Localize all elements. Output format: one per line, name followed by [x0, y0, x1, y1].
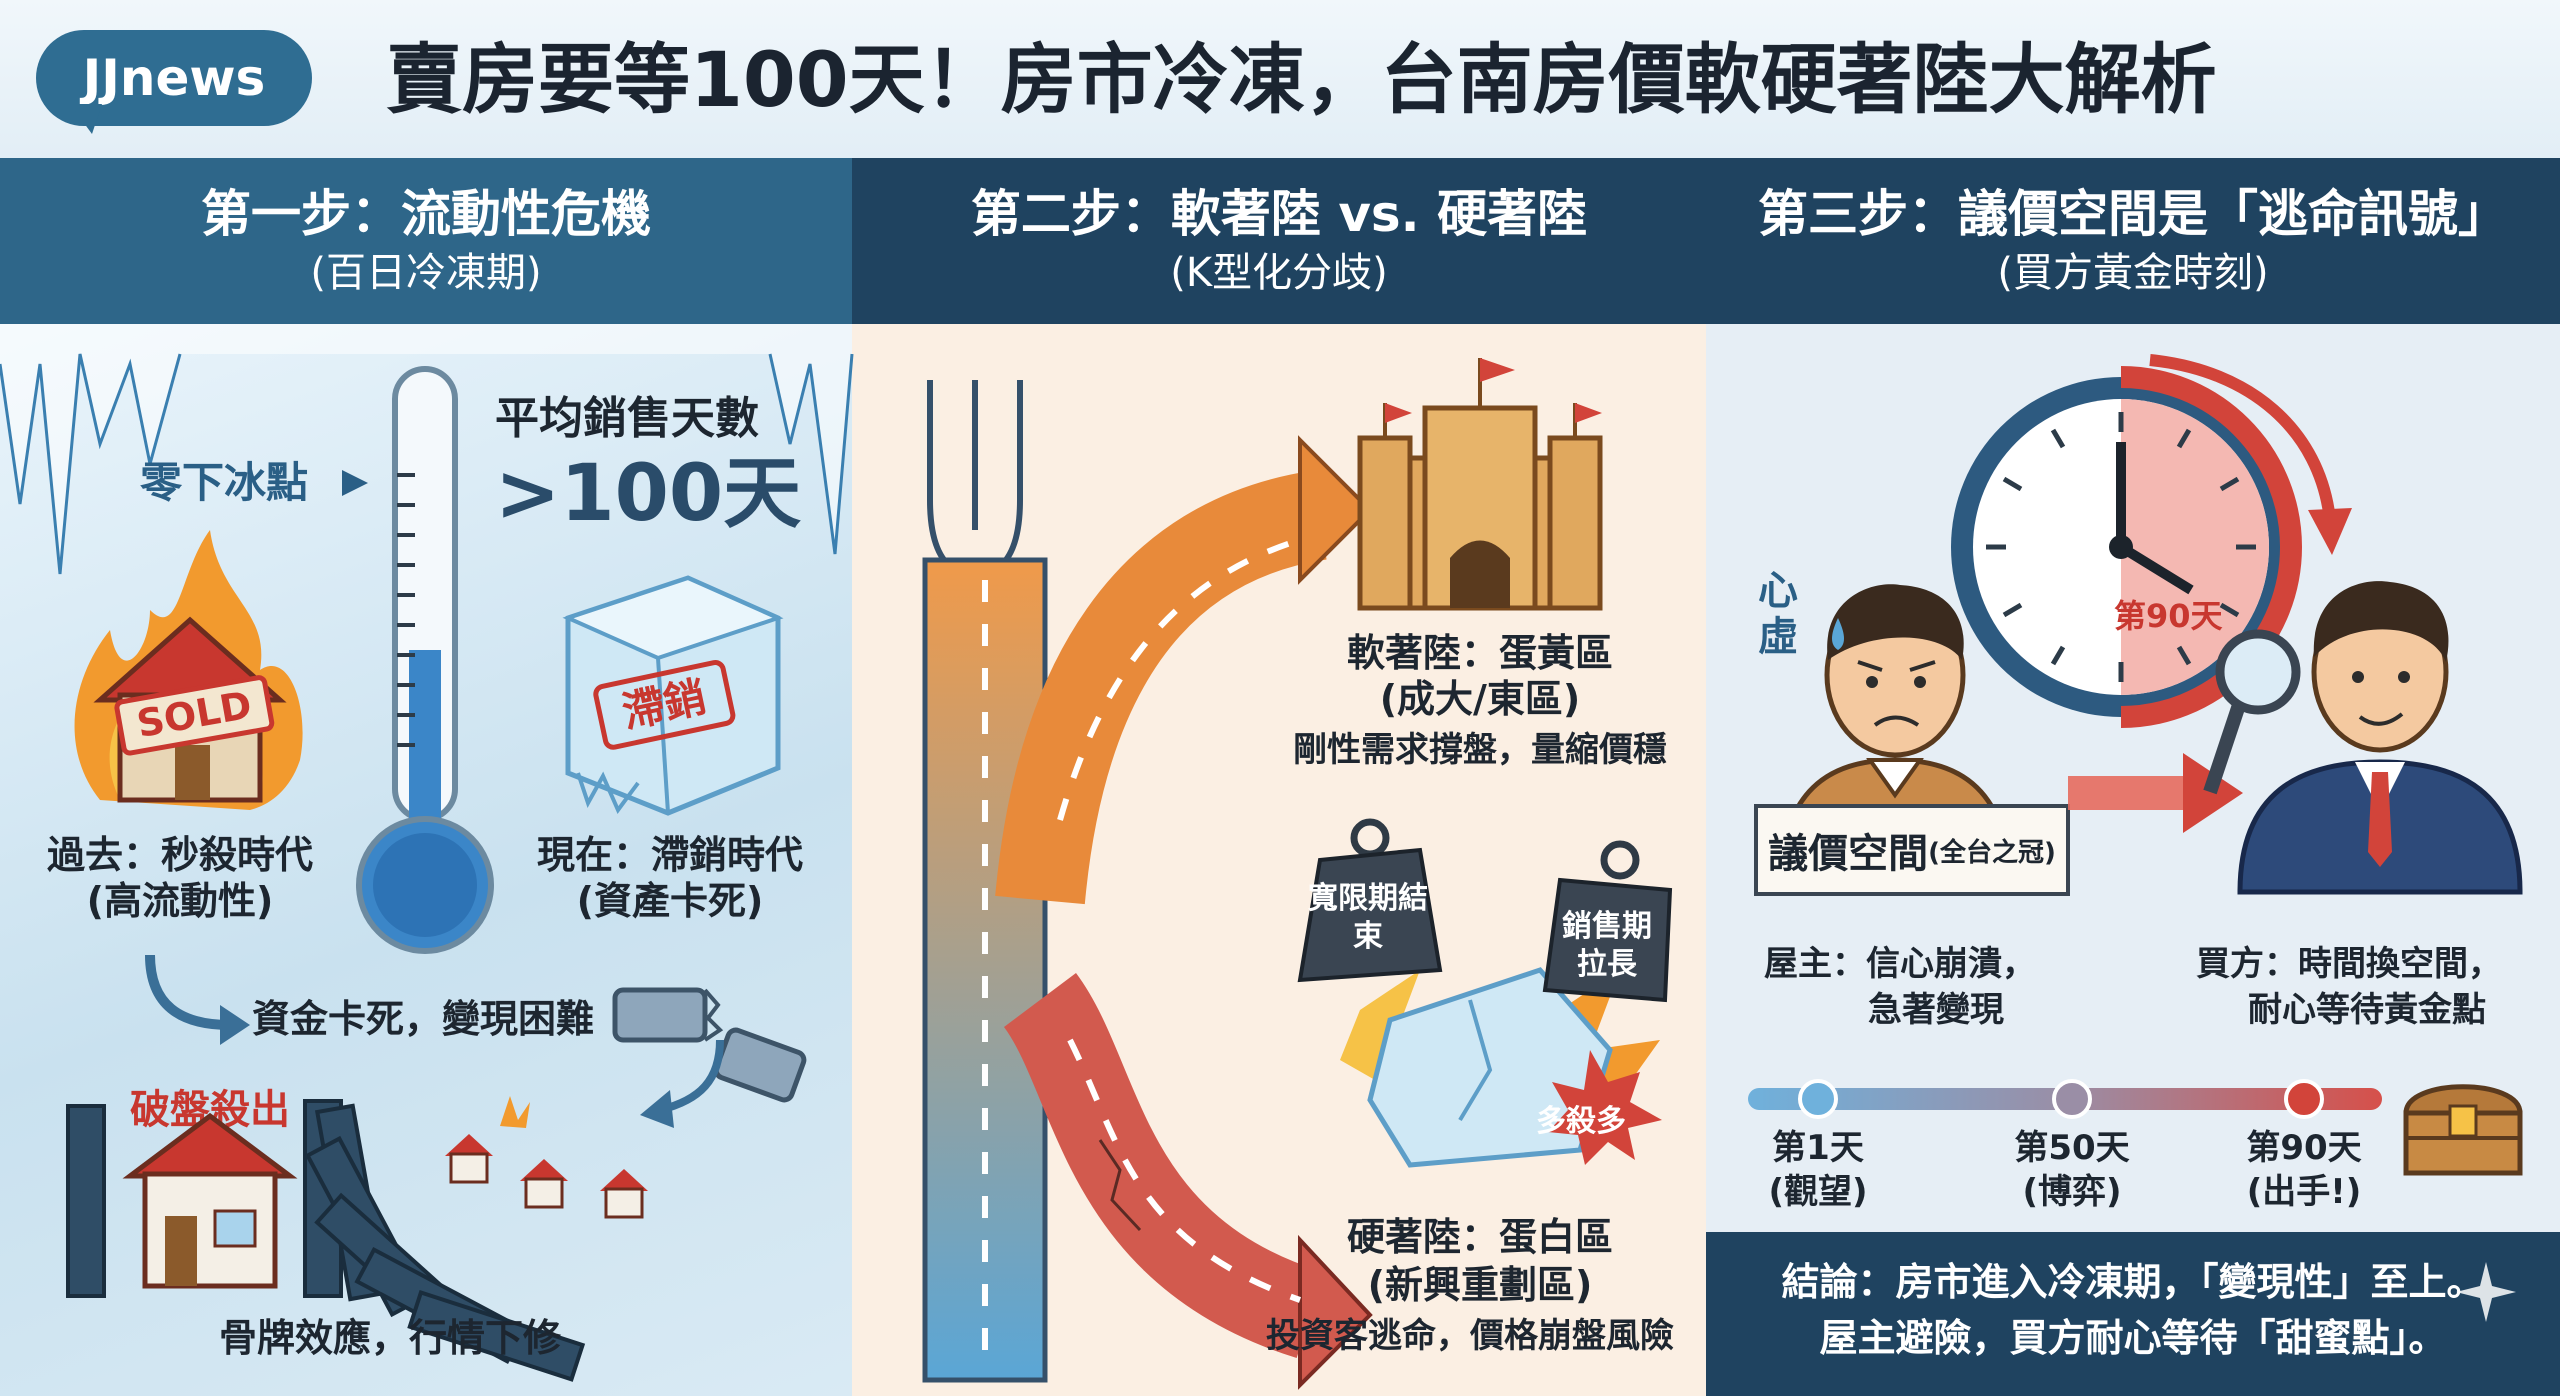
guilty-label: 心虛 [1758, 568, 1798, 660]
conclusion-line1: 結論：房市進入冷凍期，「變現性」至上。 [1781, 1260, 2485, 1304]
treasure-chest-icon [2403, 1084, 2523, 1176]
hard-landing-line1: 硬著陸：蛋白區 [1346, 1215, 1613, 1259]
ice-cube-icon: 滯銷 [562, 575, 784, 816]
column-header-step1: 第一步：流動性危機 (百日冷凍期) [0, 158, 852, 324]
burning-house-icon: SOLD [74, 530, 303, 810]
k-shaped-road-illustration [922, 380, 1373, 1390]
step1-subtitle: (百日冷凍期) [310, 250, 542, 296]
step2-subtitle: (K型化分歧) [1170, 250, 1388, 296]
castle-icon [1357, 358, 1603, 611]
stuck-label: 資金卡死，變現困難 [252, 997, 595, 1041]
clock-day-label: 第90天 [2114, 597, 2223, 635]
step3-subtitle: (買方黃金時刻) [1997, 250, 2269, 296]
burst-label: 多殺多 [1536, 1104, 1626, 1139]
avg-days-label: 平均銷售天數 [495, 393, 759, 444]
owner-line2: 急著變現 [1868, 990, 2004, 1030]
owner-line1: 屋主：信心崩潰， [1764, 944, 2036, 984]
clock-icon [1951, 366, 2302, 728]
soft-landing-line2: (成大/東區) [1379, 677, 1581, 721]
negotiation-sign-main: 議價空間 [1768, 831, 1929, 877]
weight-label-grace-end: 寬限期結束 [1308, 881, 1428, 954]
thermometer-icon [356, 366, 494, 954]
soft-landing-line3: 剛性需求撐盤，量縮價穩 [1293, 730, 1667, 770]
timeline-dot-day50[interactable] [2052, 1079, 2092, 1119]
hard-landing-line3: 投資客逃命，價格崩盤風險 [1266, 1316, 1674, 1356]
page-title: 賣房要等100天！房市冷凍，台南房價軟硬著陸大解析 [386, 35, 2217, 124]
broken-pipe-icon [612, 987, 807, 1103]
step2-title: 第二步：軟著陸 vs. 硬著陸 [970, 185, 1588, 243]
step3-title: 第三步：議價空間是「逃命訊號」 [1758, 185, 2508, 243]
clockwise-arrow-icon [2149, 354, 2352, 555]
stuck-arrow-icon [145, 954, 250, 1045]
buyer-line1: 買方：時間換空間， [2196, 944, 2502, 984]
soft-landing-line1: 軟著陸：蛋黃區 [1346, 631, 1613, 675]
timeline-day50-note: (博弈) [2022, 1172, 2122, 1212]
timeline-day90: 第90天 [2246, 1128, 2362, 1168]
sparkle-icon [2456, 1262, 2516, 1322]
confident-buyer-icon [2203, 581, 2523, 895]
freeze-pointer-icon [342, 470, 368, 496]
timeline-day50: 第50天 [2014, 1128, 2130, 1168]
timeline-dot-day90[interactable] [2284, 1079, 2324, 1119]
buyer-line2: 耐心等待黃金點 [2248, 990, 2486, 1030]
timeline-day1-note: (觀望) [1768, 1172, 1868, 1212]
domino-label: 骨牌效應，行情下修 [218, 1316, 561, 1360]
header: JJnews 賣房要等100天！房市冷凍，台南房價軟硬著陸大解析 [0, 0, 2560, 158]
icicles-decoration [0, 324, 854, 575]
weight-label-sales-extend: 銷售期拉長 [1562, 909, 1652, 982]
hard-landing-line2: (新興重劃區) [1367, 1263, 1593, 1307]
avg-days-value: >100天 [495, 449, 802, 539]
timeline-day90-note: (出手!) [2246, 1172, 2362, 1212]
conclusion-box: 結論：房市進入冷凍期，「變現性」至上。 屋主避險，買方耐心等待「甜蜜點」。 [1706, 1232, 2560, 1396]
down-arrow-icon [640, 1039, 724, 1128]
freeze-label: 零下冰點 [140, 458, 309, 507]
logo-speech-tail [70, 104, 102, 134]
timeline-dot-day1[interactable] [1798, 1079, 1838, 1119]
past-line1: 過去：秒殺時代 [46, 833, 313, 877]
conclusion-line2: 屋主避險，買方耐心等待「甜蜜點」。 [1819, 1316, 2447, 1360]
negotiation-sign-sub: (全台之冠) [1928, 837, 2056, 868]
now-line1: 現在：滯銷時代 [536, 833, 803, 877]
step1-title: 第一步：流動性危機 [201, 185, 651, 243]
weights-crash-illustration [1297, 818, 1673, 1168]
column-header-step2: 第二步：軟著陸 vs. 硬著陸 (K型化分歧) [852, 158, 1706, 324]
domino-effect-illustration [66, 1096, 648, 1382]
negotiation-sign: 議價空間 (全台之冠) [1754, 804, 2070, 896]
column-header-step3: 第三步：議價空間是「逃命訊號」 (買方黃金時刻) [1706, 158, 2560, 324]
owner-to-buyer-arrow-icon [2068, 753, 2243, 833]
past-line2: (高流動性) [86, 879, 274, 923]
timeline-day1: 第1天 [1772, 1128, 1864, 1168]
now-line2: (資產卡死) [576, 879, 764, 923]
